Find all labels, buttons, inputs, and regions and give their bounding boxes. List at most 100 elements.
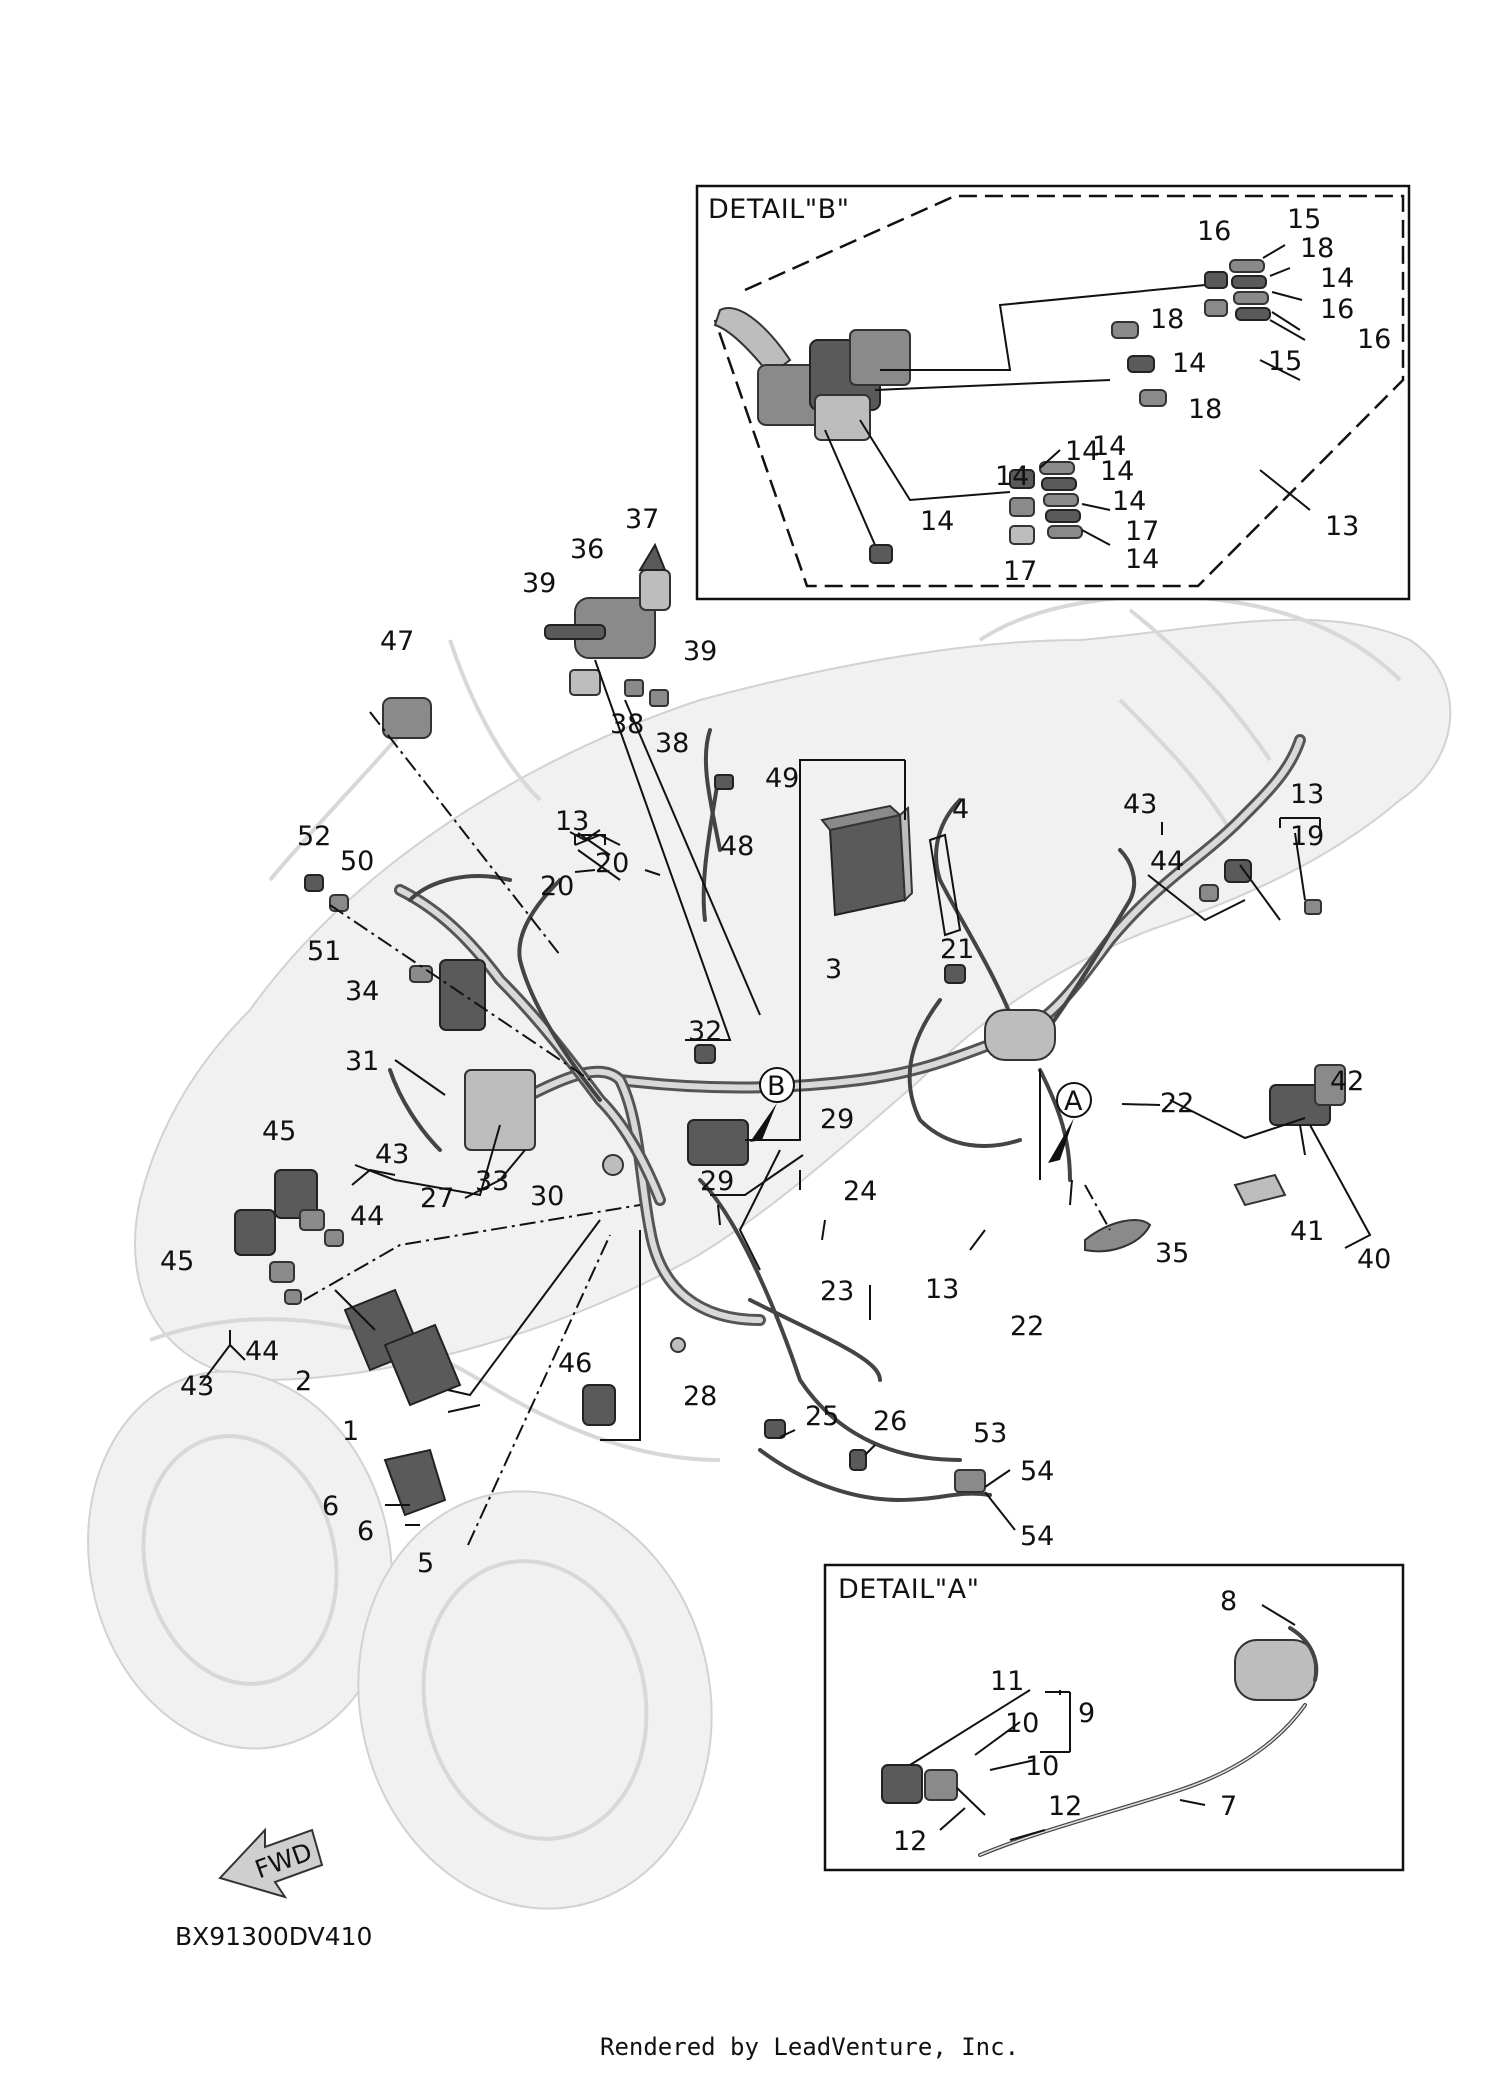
callout-40: 40 [1357,1244,1391,1275]
callout-17-b1: 17 [1125,516,1159,547]
starter-lead [1288,1626,1319,1682]
sensor-48 [714,774,734,790]
callout-15-b2: 15 [1268,346,1302,377]
callout-45-lower: 45 [160,1246,194,1277]
coupler-44-lower [284,1289,302,1305]
callout-17-b2: 17 [1003,556,1037,587]
callout-44-right: 44 [1150,846,1184,877]
callout-22-upper: 22 [1160,1088,1194,1119]
callout-9: 9 [1078,1698,1095,1729]
coupler-44-upper [324,1229,344,1247]
callout-18-b1: 18 [1300,233,1334,264]
callout-14-b7: 14 [1112,486,1146,517]
callout-8: 8 [1220,1586,1237,1617]
callout-36: 36 [570,534,604,565]
callout-48: 48 [720,831,754,862]
callout-10-a: 10 [1005,1708,1039,1739]
callout-29-a: 29 [820,1104,854,1135]
starter-relay-11 [881,1764,923,1804]
part-46 [582,1384,616,1426]
callout-3: 3 [825,954,842,985]
callout-54-a: 54 [1020,1456,1054,1487]
callout-2: 2 [295,1366,312,1397]
main-switch-assembly [544,542,671,707]
callout-19: 19 [1290,821,1324,852]
part-53 [954,1469,986,1493]
callout-33: 33 [475,1166,509,1197]
callout-28: 28 [683,1381,717,1412]
callout-38-a: 38 [610,709,644,740]
handlebar-switch-assembly [713,307,911,441]
callout-16-b1: 16 [1197,216,1231,247]
callout-43-upper: 43 [375,1139,409,1170]
callout-14-b8: 14 [1125,544,1159,575]
callout-6-a: 6 [322,1491,339,1522]
vehicle-outline-background [87,594,1452,1910]
relay-terminal [924,1769,958,1801]
callout-43-right: 43 [1123,789,1157,820]
part-41 [1233,1173,1287,1207]
coupler-43-right [1224,859,1252,883]
callout-16-b2: 16 [1320,294,1354,325]
svg-text:B: B [767,1071,786,1102]
connector-stack-upper-right [1204,259,1271,321]
callout-47: 47 [380,626,414,657]
part-35 [1084,1219,1152,1253]
callout-12-b: 12 [893,1826,927,1857]
part-21 [944,964,966,984]
callout-53: 53 [973,1418,1007,1449]
callout-14-b6: 14 [1100,456,1134,487]
footer-credit: Rendered by LeadVenture, Inc. [600,2033,1019,2061]
marker-a: A [1048,1082,1092,1163]
wire-31 [388,1068,442,1152]
callout-13-upper: 13 [555,806,589,837]
part-34 [409,965,433,983]
callout-1: 1 [342,1416,359,1447]
part-5 [383,1448,447,1517]
callout-15-b1: 15 [1287,204,1321,235]
callout-20-a: 20 [540,871,574,902]
callout-34: 34 [345,976,379,1007]
callout-20-b: 20 [595,848,629,879]
forward-direction-arrow: FWD [218,1827,324,1899]
callout-42: 42 [1330,1066,1364,1097]
coupler-43-lower [269,1261,295,1283]
coupler-43-upper [299,1209,325,1231]
callout-10-b: 10 [1025,1751,1059,1782]
callout-13-lower: 13 [925,1274,959,1305]
callout-18-b2: 18 [1150,304,1184,335]
part-26 [849,1449,867,1471]
callout-16-b3: 16 [1357,324,1391,355]
wire-53 [758,1448,992,1503]
callout-14-b5: 14 [1092,431,1126,462]
callout-25: 25 [805,1401,839,1432]
callout-54-b: 54 [1020,1521,1054,1552]
part-25 [764,1419,786,1439]
starter-motor-detail [1234,1639,1316,1701]
callout-18-b3: 18 [1188,394,1222,425]
relay-47 [382,697,432,739]
callout-13-right: 13 [1290,779,1324,810]
ecu-1 [383,1323,462,1407]
part-32 [694,1044,716,1064]
detail-b-title: DETAIL"B" [708,194,850,225]
detail-a-callouts: 8 11 9 10 10 12 12 7 [893,1586,1237,1857]
callout-46: 46 [558,1348,592,1379]
callout-49: 49 [765,763,799,794]
callout-6-b: 6 [357,1516,374,1547]
callout-13-b: 13 [1325,511,1359,542]
connector-stack-lower [1009,461,1083,545]
main-callouts: 37 36 39 39 38 38 47 49 48 4 3 13 20 20 … [160,504,1391,1579]
callout-14-b3: 14 [1065,436,1099,467]
coupler-b [687,1119,749,1166]
callout-32: 32 [688,1016,722,1047]
callout-52: 52 [297,821,331,852]
callout-30: 30 [530,1181,564,1212]
wire-21 [907,998,1022,1148]
callout-50: 50 [340,846,374,877]
callout-21: 21 [940,934,974,965]
connector-stack-middle [1111,321,1167,407]
callout-44-upper: 44 [350,1201,384,1232]
part-19 [1304,899,1322,915]
callout-39-a: 39 [522,568,556,599]
